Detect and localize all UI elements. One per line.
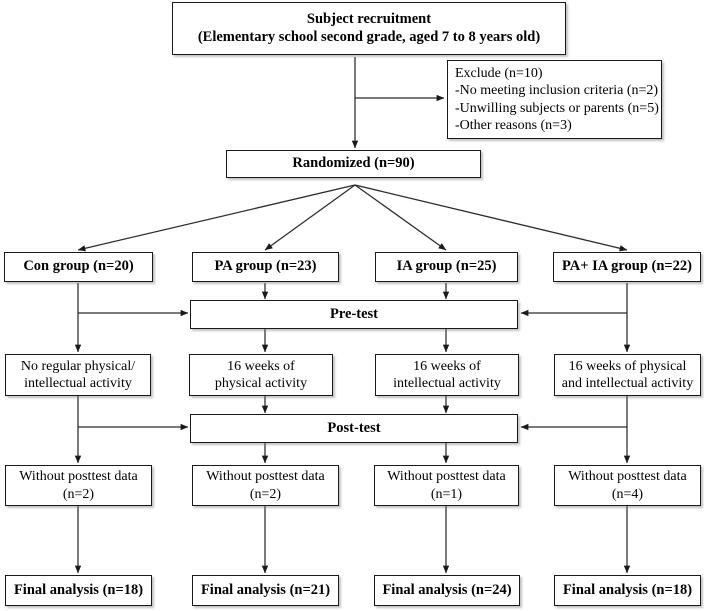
intervention-pa-line2: physical activity bbox=[214, 376, 308, 391]
dropout-pa-line2: (n=2) bbox=[249, 486, 282, 502]
dropout-pa-line1: Without posttest data bbox=[206, 469, 325, 485]
node-group-ia: IA group (n=25) bbox=[375, 252, 518, 282]
randomized-label: Randomized (n=90) bbox=[292, 155, 415, 172]
final-analysis-pa-label: Final analysis (n=21) bbox=[200, 581, 331, 598]
final-analysis-pa-ia-label: Final analysis (n=18) bbox=[562, 581, 693, 598]
exclude-line2: -No meeting inclusion criteria (n=2) bbox=[455, 83, 659, 99]
node-subject-recruitment: Subject recruitment (Elementary school s… bbox=[172, 2, 566, 55]
node-posttest-bar: Post-test bbox=[190, 414, 518, 443]
node-dropout-pa: Without posttest data (n=2) bbox=[192, 465, 339, 506]
final-analysis-ia-label: Final analysis (n=24) bbox=[382, 581, 512, 598]
pretest-label: Pre-test bbox=[329, 305, 379, 322]
edge-randomized-to-paia bbox=[354, 184, 628, 252]
group-con-label: Con group (n=20) bbox=[23, 258, 134, 275]
intervention-pa-ia-line2: and intellectual activity bbox=[561, 376, 694, 391]
intervention-pa-line1: 16 weeks of bbox=[227, 358, 295, 374]
node-dropout-con: Without posttest data (n=2) bbox=[5, 465, 152, 506]
node-intervention-ia: 16 weeks of intellectual activity bbox=[375, 354, 519, 396]
node-dropout-ia: Without posttest data (n=1) bbox=[374, 465, 519, 506]
exclude-line4: -Other reasons (n=3) bbox=[455, 117, 572, 133]
dropout-pa-ia-line2: (n=4) bbox=[611, 486, 644, 502]
edge-randomized-to-pa bbox=[264, 184, 356, 251]
node-randomized: Randomized (n=90) bbox=[226, 150, 481, 178]
node-group-pa-ia: PA+ IA group (n=22) bbox=[553, 252, 701, 282]
node-intervention-pa: 16 weeks of physical activity bbox=[189, 354, 333, 396]
node-group-pa: PA group (n=23) bbox=[192, 252, 339, 282]
node-intervention-pa-ia: 16 weeks of physical and intellectual ac… bbox=[554, 354, 701, 396]
node-final-analysis-con: Final analysis (n=18) bbox=[5, 575, 152, 606]
group-pa-label: PA group (n=23) bbox=[214, 258, 317, 275]
node-final-analysis-pa-ia: Final analysis (n=18) bbox=[554, 575, 701, 606]
node-final-analysis-ia: Final analysis (n=24) bbox=[374, 575, 520, 606]
node-pretest-bar: Pre-test bbox=[190, 300, 518, 329]
group-pa-ia-label: PA+ IA group (n=22) bbox=[562, 258, 692, 275]
intervention-con-line1: No regular physical/ bbox=[20, 358, 136, 374]
final-analysis-con-label: Final analysis (n=18) bbox=[13, 581, 144, 598]
node-group-con: Con group (n=20) bbox=[4, 252, 153, 282]
node-dropout-pa-ia: Without posttest data (n=4) bbox=[554, 465, 701, 506]
intervention-con-line2: intellectual activity bbox=[24, 376, 132, 391]
edge-randomized-to-ia bbox=[354, 184, 447, 251]
node-exclude: Exclude (n=10) -No meeting inclusion cri… bbox=[447, 60, 662, 139]
dropout-pa-ia-line1: Without posttest data bbox=[568, 469, 687, 485]
exclude-line3: -Unwilling subjects or parents (n=5) bbox=[455, 100, 659, 116]
intervention-ia-line2: intellectual activity bbox=[393, 376, 501, 391]
dropout-con-line1: Without posttest data bbox=[19, 469, 138, 485]
intervention-pa-ia-line1: 16 weeks of physical bbox=[568, 358, 687, 374]
posttest-label: Post-test bbox=[327, 419, 381, 436]
dropout-ia-line1: Without posttest data bbox=[387, 469, 506, 485]
dropout-con-line2: (n=2) bbox=[62, 486, 95, 502]
subject-recruitment-line2: (Elementary school second grade, aged 7 … bbox=[197, 28, 541, 45]
exclude-line1: Exclude (n=10) bbox=[455, 66, 543, 82]
node-intervention-con: No regular physical/ intellectual activi… bbox=[5, 354, 151, 396]
node-final-analysis-pa: Final analysis (n=21) bbox=[192, 575, 339, 606]
group-ia-label: IA group (n=25) bbox=[396, 258, 497, 275]
edge-randomized-to-con bbox=[77, 184, 356, 252]
intervention-ia-line1: 16 weeks of bbox=[413, 358, 481, 374]
dropout-ia-line2: (n=1) bbox=[430, 486, 463, 502]
subject-recruitment-line1: Subject recruitment bbox=[306, 10, 432, 27]
